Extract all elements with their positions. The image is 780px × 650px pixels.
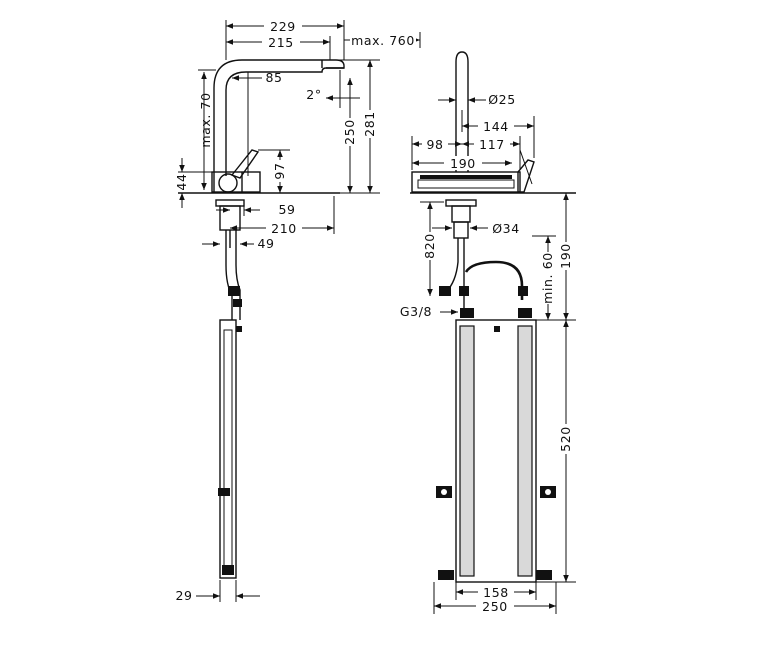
dim-250-height: 250 <box>342 119 357 145</box>
dim-210: 210 <box>271 221 297 236</box>
dim-29: 29 <box>175 588 192 603</box>
side-view: 229 215 max. 760 85 max. 70 2° 250 281 <box>174 18 421 603</box>
dim-diameter-25: Ø25 <box>488 92 516 107</box>
dim-85: 85 <box>265 70 282 85</box>
dim-2-degree: 2° <box>306 87 321 102</box>
left-foot-icon <box>438 570 454 580</box>
left-column <box>459 325 475 577</box>
dim-215: 215 <box>268 35 294 50</box>
faucet-base <box>211 171 261 193</box>
dim-229: 229 <box>270 19 296 34</box>
front-box <box>455 319 537 583</box>
dim-97: 97 <box>272 162 287 179</box>
right-foot-icon <box>536 570 552 580</box>
dim-281: 281 <box>362 111 377 137</box>
dim-59: 59 <box>278 202 295 217</box>
dim-49: 49 <box>257 236 274 251</box>
front-base-bar <box>411 171 521 193</box>
dim-144: 144 <box>483 119 509 134</box>
left-bracket-icon <box>436 486 452 498</box>
dim-44: 44 <box>174 173 189 190</box>
faucet-lever <box>230 149 260 179</box>
dim-158: 158 <box>483 585 509 600</box>
dim-250-width: 250 <box>482 599 508 614</box>
dim-98: 98 <box>426 137 443 152</box>
dim-520: 520 <box>558 426 573 452</box>
dim-max-70: max. 70 <box>198 92 213 147</box>
dim-min-60: min. 60 <box>540 252 555 304</box>
front-spout <box>455 51 469 172</box>
right-bracket-icon <box>540 486 556 498</box>
dim-max-760: max. 760 <box>351 33 415 48</box>
dim-190-width: 190 <box>450 156 476 171</box>
dim-diameter-34: Ø34 <box>492 221 520 236</box>
dim-190-height: 190 <box>558 243 573 269</box>
front-view: Ø25 144 98 117 190 Ø34 820 min. 60 <box>400 51 576 614</box>
dim-g-3-8: G3/8 <box>400 304 432 319</box>
dim-820: 820 <box>422 233 437 259</box>
dim-117: 117 <box>479 137 505 152</box>
right-column <box>517 325 533 577</box>
side-box <box>219 319 237 579</box>
